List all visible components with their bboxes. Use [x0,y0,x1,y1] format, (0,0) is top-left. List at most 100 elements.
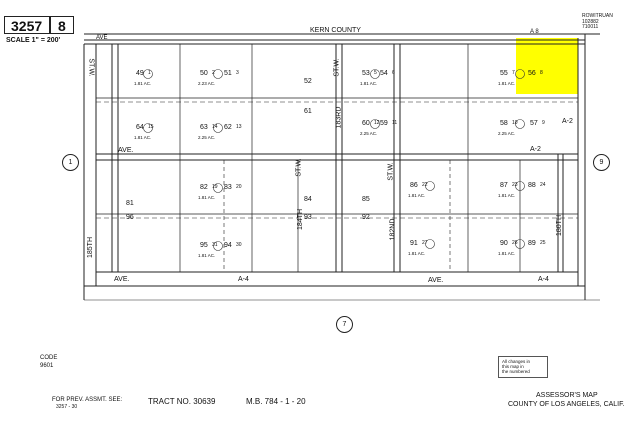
parcel-number[interactable]: 51 [224,70,232,77]
parcel-area: 1.81 AC. [134,135,152,140]
street-183rd: 183RD [335,106,343,129]
street-bottom-center: A-4 [238,276,249,283]
stamp-box: All changes in this map in the numbered [498,356,548,378]
parcel-circle-number: 15 [148,124,154,130]
parcel-number[interactable]: 96 [126,214,134,221]
parcel-circle-number: 30 [236,242,242,248]
page-number: 8 [58,18,66,34]
county-line-label: KERN COUNTY [310,27,361,34]
parcel-area: 2.25 AC. [360,131,378,136]
parcel-area: 2.25 AC. [198,135,216,140]
code-value: 9601 [40,363,54,369]
parcel-number[interactable]: 62 [224,124,232,131]
parcel-number[interactable]: 84 [304,196,312,203]
corner-code: ROWITRUAN 102882 710011 [582,13,613,30]
parcel-circle-number: 1 [148,70,151,76]
parcel-number[interactable]: 52 [304,78,312,85]
parcel-circle-number: 13 [236,124,242,130]
tract-number: TRACT NO. 30639 [148,397,216,406]
assessor-title: ASSESSOR'S MAP [536,392,598,399]
parcel-circle-number: 20 [236,184,242,190]
street-bottom-left: AVE. [114,276,130,283]
parcel-number[interactable]: 49 [136,70,144,77]
parcel-number[interactable]: 60 [362,120,370,127]
parcel-area: 1.81 AC. [408,193,426,198]
street-185th: 185TH [87,236,95,259]
parcel-circle-number: 6 [392,70,395,76]
code-label: CODE [40,355,58,361]
street-bottom-right-code: A-4 [538,276,549,283]
highlighted-parcel[interactable] [516,38,578,94]
map-book-ref: M.B. 784 - 1 - 20 [246,397,306,406]
prev-assmt-label: FOR PREV. ASSMT. SEE: [52,397,123,403]
street-bottom-right: AVE. [428,277,444,284]
parcel-number[interactable]: 95 [200,242,208,249]
street-st-w-2: ST.W. [295,158,303,177]
parcel-number[interactable]: 81 [126,200,134,207]
parcel-number[interactable]: 58 [500,120,508,127]
parcel-number[interactable]: 91 [410,240,418,247]
street-st-w-3: ST.W. [333,58,341,77]
parcel-number[interactable]: 53 [362,70,370,77]
adjoining-page-bottom[interactable]: 7 [336,316,353,333]
parcel-circle-number: 11 [392,120,398,126]
parcel-number[interactable]: 90 [500,240,508,247]
parcel-number[interactable]: 50 [200,70,208,77]
parcel-number[interactable]: 89 [528,240,536,247]
parcel-number[interactable]: 85 [362,196,370,203]
street-184th: 184TH [297,208,305,231]
parcel-area: 1.81 AC. [360,81,378,86]
street-top-ave: AVE [96,35,108,41]
parcel-circle-number: 9 [542,120,545,126]
parcel-number[interactable]: 57 [530,120,538,127]
street-top-code: A 8 [530,29,539,35]
parcel-area: 1.81 AC. [498,81,516,86]
parcel-circle-number: 10 [512,120,518,126]
parcel-circle-number: 5 [374,70,377,76]
street-st-w-4: ST.W. [387,162,395,181]
parcel-number[interactable]: 59 [380,120,388,127]
map-scale: SCALE 1" = 200' [6,37,61,44]
street-182nd: 182ND [389,218,397,241]
parcel-circle-number: 2 [212,70,215,76]
parcel-number[interactable]: 93 [304,214,312,221]
parcel-circle-number: 3 [236,70,239,76]
parcel-circle-number: 23 [512,182,518,188]
adjoining-page-right[interactable]: 9 [593,154,610,171]
parcel-circle-number: 26 [512,240,518,246]
parcel-number[interactable]: 55 [500,70,508,77]
book-number-box: 3257 [4,16,50,34]
page-number-box: 8 [50,16,74,34]
parcel-number[interactable]: 64 [136,124,144,131]
parcel-number[interactable]: 61 [304,108,312,115]
street-right-code: A-2 [562,118,573,125]
parcel-area: 1.81 AC. [198,195,216,200]
parcel-area: 1.81 AC. [134,81,152,86]
parcel-number[interactable]: 63 [200,124,208,131]
parcel-area: 1.81 AC. [498,193,516,198]
assessor-county: COUNTY OF LOS ANGELES, CALIF. [508,401,625,408]
parcel-circle-number: 27 [422,240,428,246]
parcel-number[interactable]: 82 [200,184,208,191]
parcel-area: 1.81 AC. [498,251,516,256]
prev-assmt-ref: 3257 - 30 [56,404,78,410]
parcel-area: 1.81 AC. [198,253,216,258]
parcel-number[interactable]: 87 [500,182,508,189]
parcel-number[interactable]: 54 [380,70,388,77]
parcel-number[interactable]: 86 [410,182,418,189]
book-number: 3257 [11,18,43,34]
parcel-number[interactable]: 92 [362,214,370,221]
parcel-circle-number: 31 [212,242,218,248]
parcel-number[interactable]: 56 [528,70,536,77]
adjoining-page-left[interactable]: 1 [62,154,79,171]
parcel-number[interactable]: 88 [528,182,536,189]
parcel-circle-number: 7 [512,70,515,76]
parcel-circle-number: 12 [374,120,380,126]
parcel-number[interactable]: 83 [224,184,232,191]
parcel-circle-number: 24 [540,182,546,188]
parcel-area: 1.81 AC. [408,251,426,256]
parcel-circle-number: 8 [540,70,543,76]
street-middle-code: A-2 [530,146,541,153]
parcel-number[interactable]: 94 [224,242,232,249]
parcel-area: 2.23 AC. [198,81,216,86]
